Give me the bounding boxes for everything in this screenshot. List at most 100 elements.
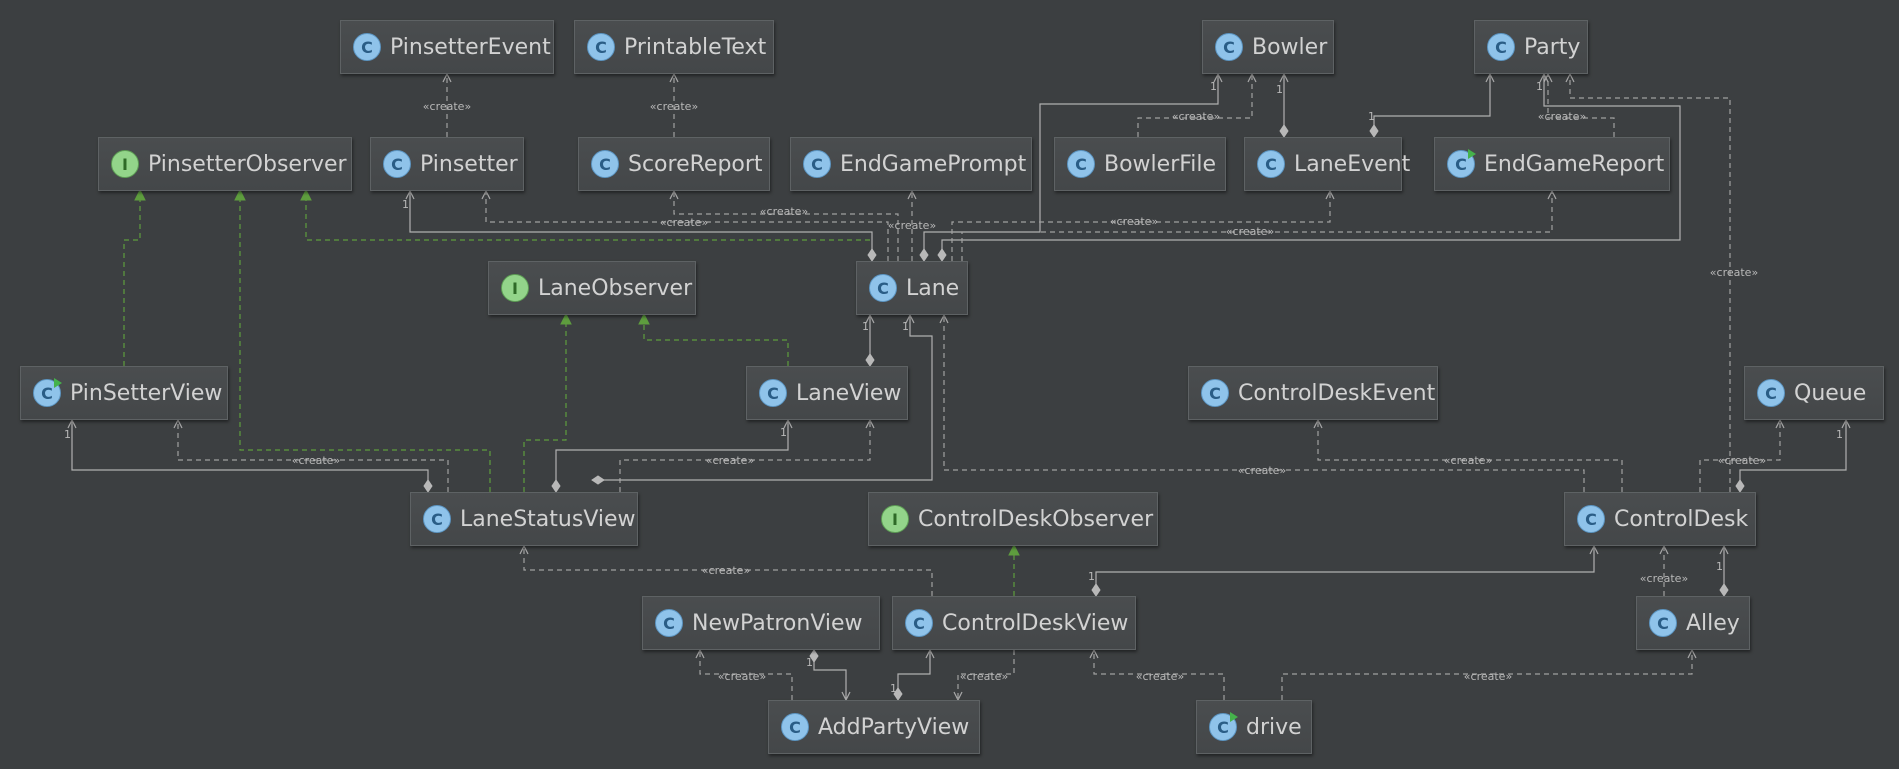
class-icon: C (587, 33, 615, 61)
edge-association-lane-to-party (942, 74, 1681, 261)
create-stereotype-label: «create» (1238, 464, 1286, 477)
create-stereotype-label: «create» (292, 454, 340, 467)
class-icon: C (1487, 33, 1515, 61)
multiplicity-label: 1 (402, 198, 409, 211)
multiplicity-label: 1 (1276, 83, 1283, 96)
edge-realization-lane-status-view-to-pinsetter-observer (240, 191, 491, 492)
create-stereotype-label: «create» (706, 454, 754, 467)
class-icon: C (1649, 609, 1677, 637)
class-icon: C (655, 609, 683, 637)
class-node-label: Bowler (1252, 34, 1328, 60)
interface-icon: I (111, 150, 139, 178)
class-node-pinsetter-event[interactable]: C PinsetterEvent (340, 20, 554, 74)
class-node-label: NewPatronView (692, 610, 863, 636)
create-stereotype-label: «create» (888, 219, 936, 232)
class-node-label: LaneObserver (538, 275, 693, 301)
create-stereotype-label: «create» (1136, 670, 1184, 683)
class-icon: C (1201, 379, 1229, 407)
create-stereotype-label: «create» (423, 100, 471, 113)
multiplicity-label: 1 (1716, 560, 1723, 573)
class-node-label: LaneStatusView (460, 506, 636, 532)
edge-association-control-desk-to-queue (1740, 420, 1846, 492)
class-node-label: Lane (906, 275, 960, 301)
create-stereotype-label: «create» (650, 100, 698, 113)
class-icon: C (781, 713, 809, 741)
edge-create-control-desk-to-lane (944, 315, 1585, 492)
class-node-printable-text[interactable]: C PrintableText (574, 20, 774, 74)
create-stereotype-label: «create» (1464, 670, 1512, 683)
edge-realization-lane-to-pinsetter-observer (306, 191, 870, 241)
class-node-label: PinsetterEvent (390, 34, 551, 60)
edge-create-lane-to-lane-event (951, 191, 1330, 261)
edge-association-lane-status-view-to-lane (592, 315, 933, 480)
create-stereotype-label: «create» (1538, 110, 1586, 123)
class-node-score-report[interactable]: C ScoreReport (578, 137, 770, 191)
runnable-class-icon: C (1447, 149, 1476, 178)
create-stereotype-label: «create» (1110, 215, 1158, 228)
class-icon: C (1067, 150, 1095, 178)
create-stereotype-label: «create» (1718, 454, 1766, 467)
edge-create-drive-to-alley (1281, 650, 1692, 700)
class-node-lane-status-view[interactable]: C LaneStatusView (410, 492, 638, 546)
edge-create-control-desk-to-control-desk-event (1318, 420, 1623, 492)
class-icon: C (1215, 33, 1243, 61)
class-node-party[interactable]: C Party (1474, 20, 1588, 74)
class-node-label: ControlDeskObserver (918, 506, 1154, 532)
edge-create-lane-to-end-game-report (961, 191, 1552, 261)
multiplicity-label: 1 (64, 428, 71, 441)
class-node-label: ControlDeskView (942, 610, 1129, 636)
multiplicity-label: 1 (890, 682, 897, 695)
class-icon: C (353, 33, 381, 61)
multiplicity-label: 1 (1088, 570, 1095, 583)
class-node-new-patron-view[interactable]: C NewPatronView (642, 596, 880, 650)
class-icon: C (383, 150, 411, 178)
edge-association-lane-to-pinsetter (410, 191, 872, 261)
multiplicity-label: 1 (1536, 80, 1543, 93)
multiplicity-label: 1 (780, 426, 787, 439)
class-node-label: drive (1246, 714, 1302, 740)
class-icon: C (591, 150, 619, 178)
class-node-bowler[interactable]: C Bowler (1202, 20, 1334, 74)
edge-create-control-desk-view-to-add-party-view (958, 650, 1015, 700)
class-icon: C (905, 609, 933, 637)
class-node-control-desk-view[interactable]: C ControlDeskView (892, 596, 1136, 650)
edge-create-control-desk-to-queue (1699, 420, 1780, 492)
create-stereotype-label: «create» (702, 564, 750, 577)
edge-realization-pin-setter-view-to-pinsetter-observer (123, 191, 140, 366)
class-node-label: ScoreReport (628, 151, 763, 177)
create-stereotype-label: «create» (960, 670, 1008, 683)
multiplicity-label: 1 (862, 320, 869, 333)
create-stereotype-label: «create» (1710, 266, 1758, 279)
class-node-end-game-report[interactable]: C EndGameReport (1434, 137, 1670, 191)
edge-association-control-desk-view-to-control-desk (1096, 546, 1594, 596)
class-node-label: EndGamePrompt (840, 151, 1027, 177)
class-node-end-game-prompt[interactable]: C EndGamePrompt (790, 137, 1032, 191)
class-node-label: AddPartyView (818, 714, 970, 740)
class-icon: C (1257, 150, 1285, 178)
class-node-label: PrintableText (624, 34, 767, 60)
edge-realization-lane-status-view-to-lane-observer (523, 315, 566, 492)
edge-create-lane-status-view-to-pin-setter-view (178, 420, 449, 492)
class-node-add-party-view[interactable]: C AddPartyView (768, 700, 980, 754)
edge-association-new-patron-view-to-add-party-view (814, 650, 846, 700)
class-node-label: EndGameReport (1484, 151, 1665, 177)
class-node-label: Party (1524, 34, 1581, 60)
class-icon: C (803, 150, 831, 178)
edge-create-control-desk-view-to-lane-status-view (524, 546, 933, 596)
class-icon: C (423, 505, 451, 533)
